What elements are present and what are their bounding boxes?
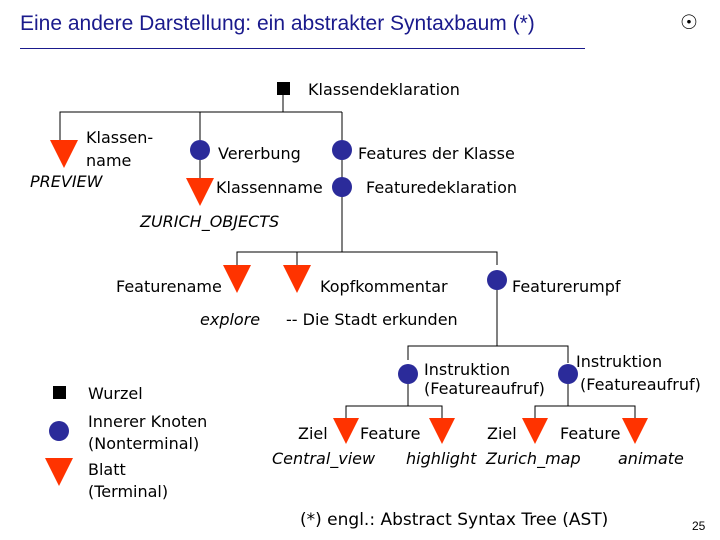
page-title: Eine andere Darstellung: ein abstrakter … <box>20 12 535 35</box>
terminal-node-icon <box>622 418 648 444</box>
node-featurerumpf: Featurerumpf <box>512 277 621 296</box>
nonterminal-node-icon <box>190 140 210 160</box>
node-instruktion-2-line1: Instruktion <box>576 352 663 371</box>
node-instruktion-1-line1: Instruktion <box>424 360 511 379</box>
node-klassenname-line1: Klassen- <box>86 128 154 147</box>
legend-nonterminal-line2: (Nonterminal) <box>88 434 200 453</box>
terminal-node-icon <box>223 265 251 293</box>
nonterminal-node-icon <box>487 270 507 290</box>
node-klassendeklaration: Klassendeklaration <box>308 80 460 99</box>
legend-terminal-line2: (Terminal) <box>88 482 169 501</box>
terminal-node-icon <box>429 418 455 444</box>
terminal-node-icon <box>186 178 214 206</box>
node-features-der-klasse: Features der Klasse <box>358 144 515 163</box>
title-underline <box>20 48 585 49</box>
node-vererbung: Vererbung <box>218 144 301 163</box>
node-ziel-2: Ziel <box>487 424 517 443</box>
legend-nonterminal-icon <box>49 421 69 441</box>
logo-icon: ☉ <box>680 10 698 34</box>
value-central-view: Central_view <box>272 449 376 468</box>
legend-terminal-icon <box>45 458 73 486</box>
footnote: (*) engl.: Abstract Syntax Tree (AST) <box>300 510 609 530</box>
terminal-node-icon <box>522 418 548 444</box>
value-highlight: highlight <box>406 449 477 468</box>
terminal-node-icon <box>50 140 78 168</box>
node-kopfkommentar: Kopfkommentar <box>320 277 448 296</box>
value-explore: explore <box>200 310 261 329</box>
value-preview: PREVIEW <box>30 172 103 191</box>
legend-terminal-line1: Blatt <box>88 460 126 479</box>
legend-root-label: Wurzel <box>88 384 143 403</box>
value-animate: animate <box>618 449 684 468</box>
node-klassenname-line2: name <box>86 151 132 170</box>
node-feature-1: Feature <box>360 424 421 443</box>
root-node-icon <box>277 82 290 95</box>
node-featuredeklaration: Featuredeklaration <box>366 178 518 197</box>
page-number: 25 <box>692 519 706 533</box>
node-ziel-1: Ziel <box>298 424 328 443</box>
nonterminal-node-icon <box>558 364 578 384</box>
terminal-node-icon <box>283 265 311 293</box>
legend-nonterminal-line1: Innerer Knoten <box>88 412 208 431</box>
value-kopfkommentar: -- Die Stadt erkunden <box>286 310 458 329</box>
nonterminal-node-icon <box>398 364 418 384</box>
node-instruktion-2-line2: (Featureaufruf) <box>580 375 701 394</box>
terminal-node-icon <box>333 418 359 444</box>
nonterminal-node-icon <box>332 177 352 197</box>
nonterminal-node-icon <box>332 140 352 160</box>
legend-root-icon <box>53 386 66 399</box>
node-feature-2: Feature <box>560 424 621 443</box>
value-zurich-map: Zurich_map <box>486 449 581 468</box>
node-instruktion-1-line2: (Featureaufruf) <box>424 379 545 398</box>
value-zurich-objects: ZURICH_OBJECTS <box>140 212 280 231</box>
node-featurename: Featurename <box>116 277 222 296</box>
node-klassenname: Klassenname <box>216 178 323 197</box>
